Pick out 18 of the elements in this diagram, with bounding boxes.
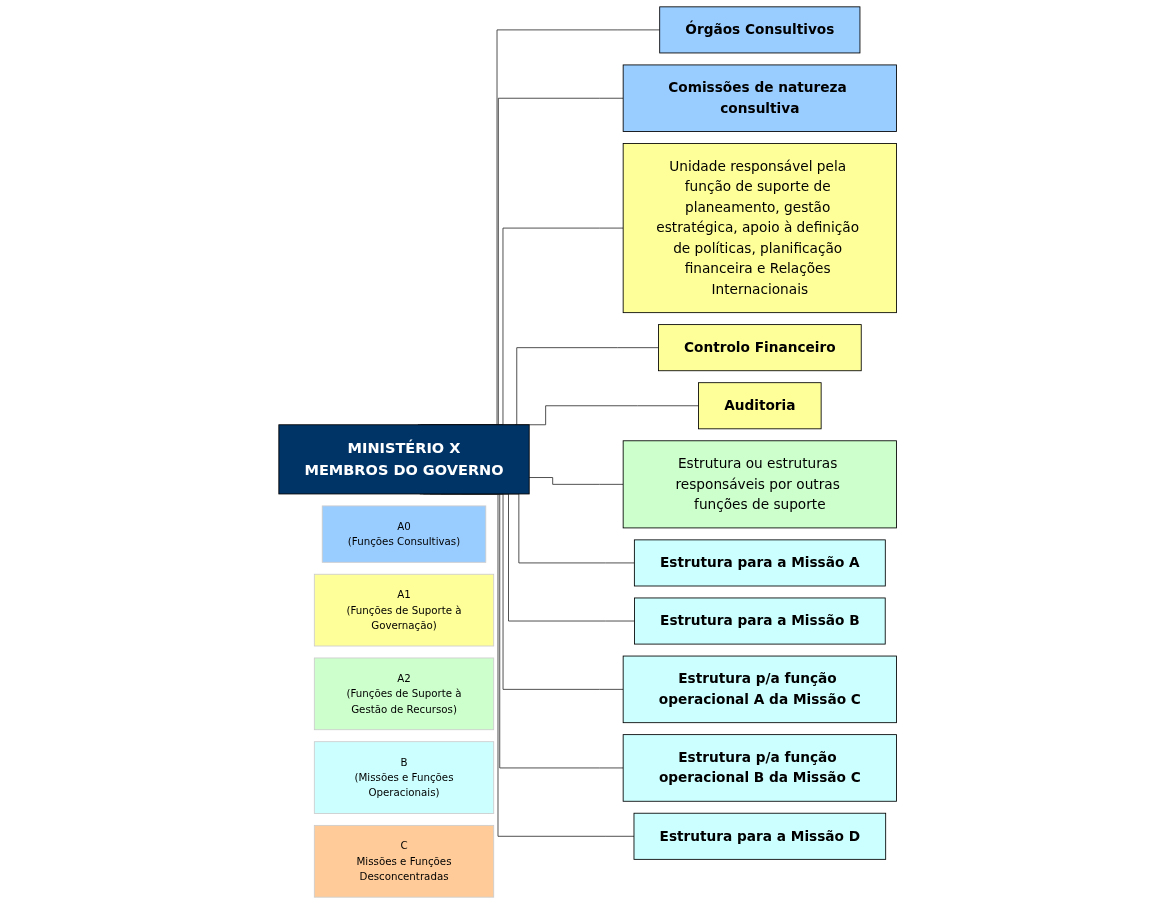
node-box: Comissões de natureza consultiva xyxy=(623,64,898,132)
node-box: A2 (Funções de Suporte à Gestão de Recursos) xyxy=(314,657,495,731)
node-box: Unidade responsável pela função de suporte de planeamento, gestão estratégica, apoio à definição de políticas, planificação financeira e Relações Internacionais xyxy=(623,143,898,314)
node-box: C Missões e Funções Desconcentradas xyxy=(314,824,495,898)
node-box: Estrutura p/a função operacional A da Missão C xyxy=(623,655,898,724)
node-box: A1 (Funções de Suporte à Governação) xyxy=(314,573,495,647)
node-box: Estrutura para a Missão B xyxy=(634,597,886,645)
connector xyxy=(529,477,624,485)
node-box: Estrutura ou estruturas responsáveis por outras funções de suporte xyxy=(623,440,898,529)
node-box: MINISTÉRIO X MEMBROS DO GOVERNO xyxy=(278,424,530,495)
node-box: Auditoria xyxy=(698,382,822,430)
node-box: Órgãos Consultivos xyxy=(659,6,861,54)
node-box: Estrutura para a Missão A xyxy=(634,539,887,587)
node-box: Estrutura p/a função operacional B da Missão C xyxy=(623,734,898,802)
node-box: B (Missões e Funções Operacionais) xyxy=(314,741,495,814)
node-box: Estrutura para a Missão D xyxy=(633,812,887,860)
node-box: A0 (Funções Consultivas) xyxy=(322,505,487,563)
node-box: Controlo Financeiro xyxy=(658,324,862,372)
